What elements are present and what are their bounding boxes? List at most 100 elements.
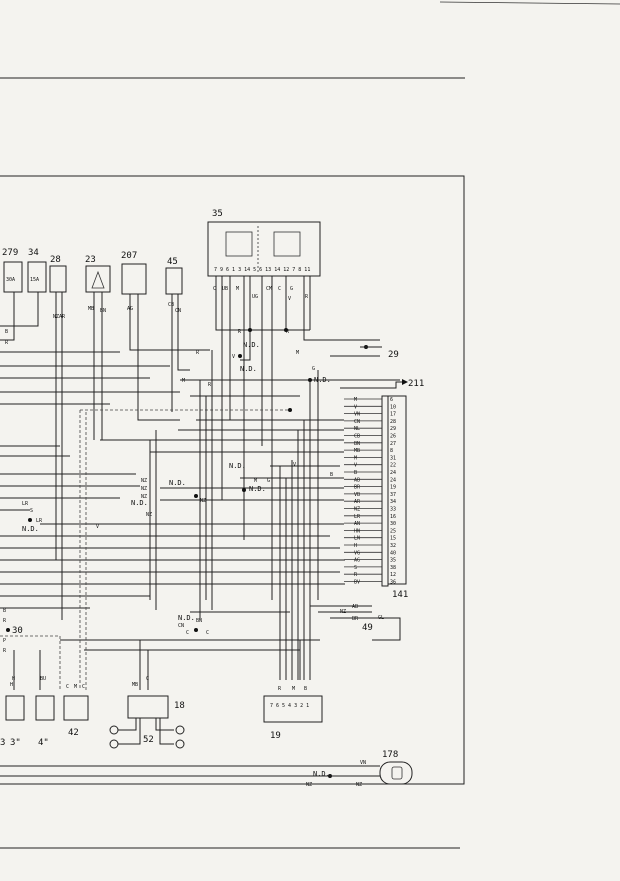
component-19-pins: 7 6 5 4 3 2 1 [270, 703, 309, 709]
ecu-wire-code: B [354, 470, 357, 476]
svg-text:R: R [238, 329, 242, 335]
svg-text:M: M [254, 478, 257, 484]
svg-text:V: V [96, 524, 99, 530]
svg-text:R: R [3, 648, 7, 654]
label-141: 141 [392, 590, 408, 600]
ecu-pin-number: 26 [390, 434, 396, 440]
ecu-wire-code: CB [354, 434, 360, 440]
ecu-pin-number: 34 [390, 499, 396, 505]
svg-text:NZ: NZ [146, 512, 152, 518]
svg-text:LR: LR [36, 518, 43, 524]
ecu-wire-code: BN [354, 441, 360, 447]
ecu-connector-141 [381, 395, 389, 587]
svg-text:BU: BU [40, 676, 46, 682]
ecu-pin-number: 35 [390, 558, 396, 564]
svg-text:R: R [305, 294, 309, 300]
svg-text:V: V [288, 296, 291, 302]
svg-text:LR: LR [22, 501, 29, 507]
nd-label: N.D. [313, 770, 330, 778]
label-49: 49 [362, 623, 373, 633]
svg-text:AR: AR [59, 314, 66, 320]
svg-text:NZ: NZ [306, 782, 312, 788]
nd-label: N.D. [229, 462, 246, 470]
svg-text:UG: UG [252, 294, 258, 300]
svg-text:C: C [186, 630, 189, 636]
ecu-wire-code: CN [354, 419, 360, 425]
diagram-frame [0, 175, 465, 785]
ecu-wire-code: VN [354, 412, 360, 418]
svg-text:B: B [3, 608, 6, 614]
ecu-pin-number: 40 [390, 550, 396, 556]
svg-text:C: C [146, 676, 149, 682]
svg-text:MB: MB [132, 682, 138, 688]
label-52: 52 [143, 735, 154, 745]
ecu-pin-number: 17 [390, 412, 396, 418]
ecu-wire-code: NL [354, 426, 360, 432]
label-3: 3 [0, 738, 5, 748]
svg-text:NZ: NZ [141, 486, 147, 492]
label-34: 34 [28, 248, 39, 258]
nd-label: N.D. [178, 614, 195, 622]
wires-top [0, 276, 380, 620]
svg-text:CN: CN [175, 308, 181, 314]
svg-text:B: B [304, 686, 307, 692]
svg-text:V: V [232, 354, 235, 360]
label-3in: 3" [10, 738, 21, 748]
sensor-23-symbol [91, 270, 105, 289]
relay-pin-numbers: 7 9 6 1 3 14 5 6 13 14 12 7 8 11 [214, 267, 310, 273]
nd-label: N.D. [314, 376, 331, 384]
ecu-wire-code: HN [354, 528, 360, 534]
svg-text:BN: BN [196, 618, 202, 624]
ecu-wire-code: S [354, 565, 357, 571]
fuse-34 [27, 261, 47, 293]
label-4in: 4" [38, 738, 49, 748]
ecu-pin-number: 38 [390, 565, 396, 571]
svg-text:G: G [267, 478, 270, 484]
svg-text:M: M [296, 350, 299, 356]
ecu-wire-code: LR [354, 514, 361, 520]
svg-text:R: R [208, 382, 212, 388]
svg-text:NZ: NZ [200, 498, 206, 504]
ecu-pin-number: 30 [390, 521, 396, 527]
ecu-pin-number: 10 [390, 404, 396, 410]
svg-text:H: H [12, 676, 15, 682]
not-defined-labels: N.D. N.D. N.D. N.D. N.D. N.D. N.D. N.D. … [22, 341, 331, 778]
ecu-wire-code: LN [354, 536, 360, 542]
ecu-wire-code: AB [354, 477, 360, 483]
ecu-pin-number: 25 [390, 528, 396, 534]
harness-lines [0, 351, 400, 651]
svg-text:UB: UB [222, 286, 228, 292]
svg-text:MB: MB [88, 306, 94, 312]
ecu-pin-number: 27 [390, 441, 396, 447]
relay-coil-left [225, 231, 253, 257]
svg-text:R: R [196, 350, 200, 356]
ecu-pin-number: 24 [390, 470, 396, 476]
ecu-wire-code: VB [354, 492, 360, 498]
svg-text:BN: BN [100, 308, 106, 314]
ecu-wire-code: NZ [354, 507, 360, 513]
ecu-pin-number: 22 [390, 463, 396, 469]
ecu-pin-number: 16 [390, 514, 396, 520]
component-18 [127, 695, 169, 719]
pin-52-1 [109, 725, 119, 735]
nd-label: N.D. [240, 365, 257, 373]
scan-edge [439, 1, 620, 5]
ecu-pin-number: 24 [390, 477, 396, 483]
ecu-wire-code: AN [354, 521, 360, 527]
label-279: 279 [2, 248, 18, 258]
nd-label: N.D. [22, 525, 39, 533]
svg-text:P: P [3, 638, 6, 644]
component-4in [35, 695, 55, 721]
relay-coil-right [273, 231, 301, 257]
nd-label: N.D. [243, 341, 260, 349]
ecu-pin-number: 6 [390, 397, 393, 403]
svg-text:NZ: NZ [141, 494, 147, 500]
ecu-pin-number: 36 [390, 580, 396, 586]
ecu-wire-code: V [354, 463, 357, 469]
svg-text:BR: BR [352, 616, 359, 622]
label-35: 35 [212, 209, 223, 219]
svg-text:R: R [5, 340, 9, 346]
label-42: 42 [68, 728, 79, 738]
svg-text:C: C [278, 286, 281, 292]
